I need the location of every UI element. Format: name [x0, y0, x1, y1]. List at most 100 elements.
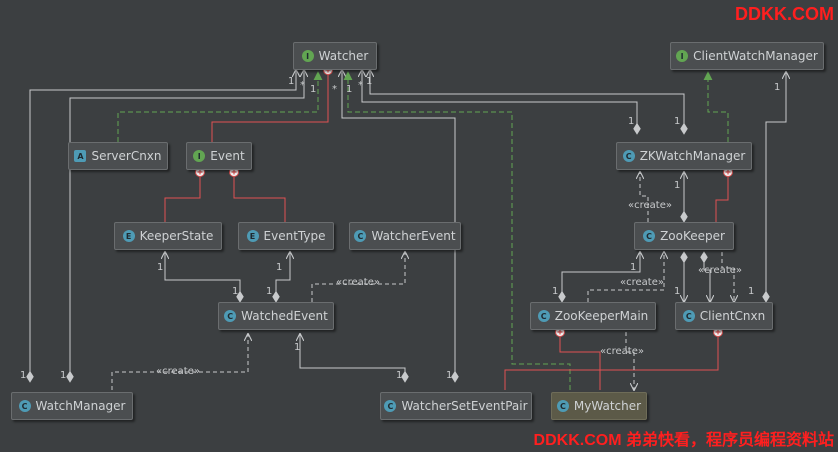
watermark-top: DDKK.COM [735, 4, 834, 24]
edge-zookeepermain-zookeeper-create [587, 252, 664, 302]
multiplicity-one: 1 [232, 286, 239, 297]
class-zk-watch-manager[interactable]: C ZKWatchManager [616, 142, 752, 170]
class-label: EventType [263, 229, 326, 243]
multiplicity-many: * [300, 80, 305, 91]
class-label: Watcher [318, 49, 369, 63]
class-label: ServerCnxn [91, 149, 162, 163]
multiplicity-one: 1 [157, 262, 164, 273]
multiplicity-one: 1 [552, 286, 559, 297]
edge-event-watcher-inner [211, 65, 333, 142]
class-watcher[interactable]: I Watcher [293, 42, 377, 70]
multiplicity-one: 1 [346, 84, 353, 95]
edge-zookeeper-clientcnxn-create [721, 252, 734, 302]
edge-zookeeper-clientcnxn-b [704, 252, 710, 302]
multiplicity-one: 1 [20, 370, 27, 381]
class-label: MyWatcher [573, 399, 642, 413]
edge-mywatcher-zookeepermain-inner [555, 327, 601, 390]
class-label: WatcherEvent [371, 229, 456, 243]
edge-watchmanager-watcher-b [70, 70, 304, 382]
edge-wsep-clientcnxn-inner [504, 327, 723, 390]
class-server-cnxn[interactable]: A ServerCnxn [68, 142, 168, 170]
edge-zkwm-watcher-b [370, 70, 684, 134]
class-icon: C [622, 150, 635, 162]
multiplicity-one: 1 [396, 370, 403, 381]
create-label: «create» [628, 200, 672, 211]
class-label: ClientCnxn [699, 309, 766, 323]
edge-clientwatchmanager-clientcnxn [766, 72, 786, 302]
abstract-class-icon: A [74, 150, 87, 162]
class-event[interactable]: I Event [186, 142, 252, 170]
edge-zookeepermain-mywatcher-create [625, 332, 634, 390]
edge-watchedevent-keeperstate [165, 252, 240, 302]
class-client-watch-manager[interactable]: I ClientWatchManager [670, 42, 824, 70]
multiplicity-one: 1 [294, 342, 301, 353]
create-label: «create» [620, 277, 664, 288]
edge-watchmanager-watchedevent [111, 334, 248, 390]
multiplicity-one: 1 [276, 262, 283, 273]
interface-icon: I [676, 50, 689, 62]
class-icon: C [537, 310, 550, 322]
edge-wsep-watchedevent [300, 334, 405, 382]
multiplicity-one: 1 [60, 370, 67, 381]
class-label: ClientWatchManager [693, 49, 818, 63]
multiplicity-one: 1 [674, 116, 681, 127]
multiplicity-one: 1 [674, 286, 681, 297]
edge-mywatcher-watcher [343, 71, 571, 390]
enum-keeper-state[interactable]: E KeeperState [114, 222, 222, 250]
class-icon: C [384, 400, 397, 412]
class-zookeeper-main[interactable]: C ZooKeeperMain [530, 302, 656, 330]
class-client-cnxn[interactable]: C ClientCnxn [675, 302, 773, 330]
class-icon: C [682, 310, 695, 322]
class-watcher-event[interactable]: C WatcherEvent [349, 222, 461, 250]
class-my-watcher[interactable]: C MyWatcher [551, 392, 647, 420]
class-icon: C [354, 230, 367, 242]
edge-zookeepermain-zookeeper [562, 252, 640, 302]
multiplicity-one: 1 [288, 76, 295, 87]
multiplicity-one: 1 [266, 286, 273, 297]
edge-zkwm-zookeeper-inner [715, 167, 733, 222]
class-watched-event[interactable]: C WatchedEvent [218, 302, 334, 330]
multiplicity-one: 1 [366, 76, 373, 87]
class-label: WatchManager [35, 399, 126, 413]
create-label: «create» [156, 366, 200, 377]
class-icon: C [556, 400, 569, 412]
multiplicity-one: 1 [630, 262, 637, 273]
class-label: Event [210, 149, 245, 163]
multiplicity-one: 1 [748, 286, 755, 297]
multiplicity-many: * [358, 80, 363, 91]
create-label: «create» [336, 277, 380, 288]
class-watcher-set-event-pair[interactable]: C WatcherSetEventPair [380, 392, 532, 420]
class-icon: C [224, 310, 237, 322]
multiplicity-one: 1 [674, 180, 681, 191]
watermark-bottom: DDKK.COM 弟弟快看，程序员编程资料站 [533, 432, 834, 449]
class-watch-manager[interactable]: C WatchManager [11, 392, 133, 420]
edge-watchedevent-watcherevent [311, 252, 405, 302]
edge-watchedevent-eventtype [276, 252, 290, 302]
class-icon: C [18, 400, 31, 412]
multiplicity-one: 1 [310, 84, 317, 95]
multiplicity-many: * [332, 84, 337, 95]
edge-zkwm-watcher-a [362, 70, 637, 134]
edge-zkwm-clientwatchmanager [703, 71, 729, 142]
multiplicity-one: 1 [446, 370, 453, 381]
enum-icon: E [246, 230, 259, 242]
interface-icon: I [193, 150, 206, 162]
edge-eventtype-event-inner [229, 167, 286, 222]
create-label: «create» [698, 265, 742, 276]
class-label: ZooKeeperMain [554, 309, 649, 323]
class-label: WatcherSetEventPair [401, 399, 528, 413]
create-label: «create» [600, 346, 644, 357]
edge-keeperstate-event-inner [164, 167, 205, 222]
interface-icon: I [301, 50, 314, 62]
class-label: WatchedEvent [241, 309, 328, 323]
class-label: ZKWatchManager [639, 149, 746, 163]
class-icon: C [643, 230, 656, 242]
multiplicity-one: 1 [774, 82, 781, 93]
edge-servercnxn-watcher [117, 71, 323, 142]
enum-icon: E [122, 230, 135, 242]
enum-event-type[interactable]: E EventType [238, 222, 334, 250]
multiplicity-one: 1 [628, 116, 635, 127]
class-zookeeper[interactable]: C ZooKeeper [634, 222, 734, 250]
